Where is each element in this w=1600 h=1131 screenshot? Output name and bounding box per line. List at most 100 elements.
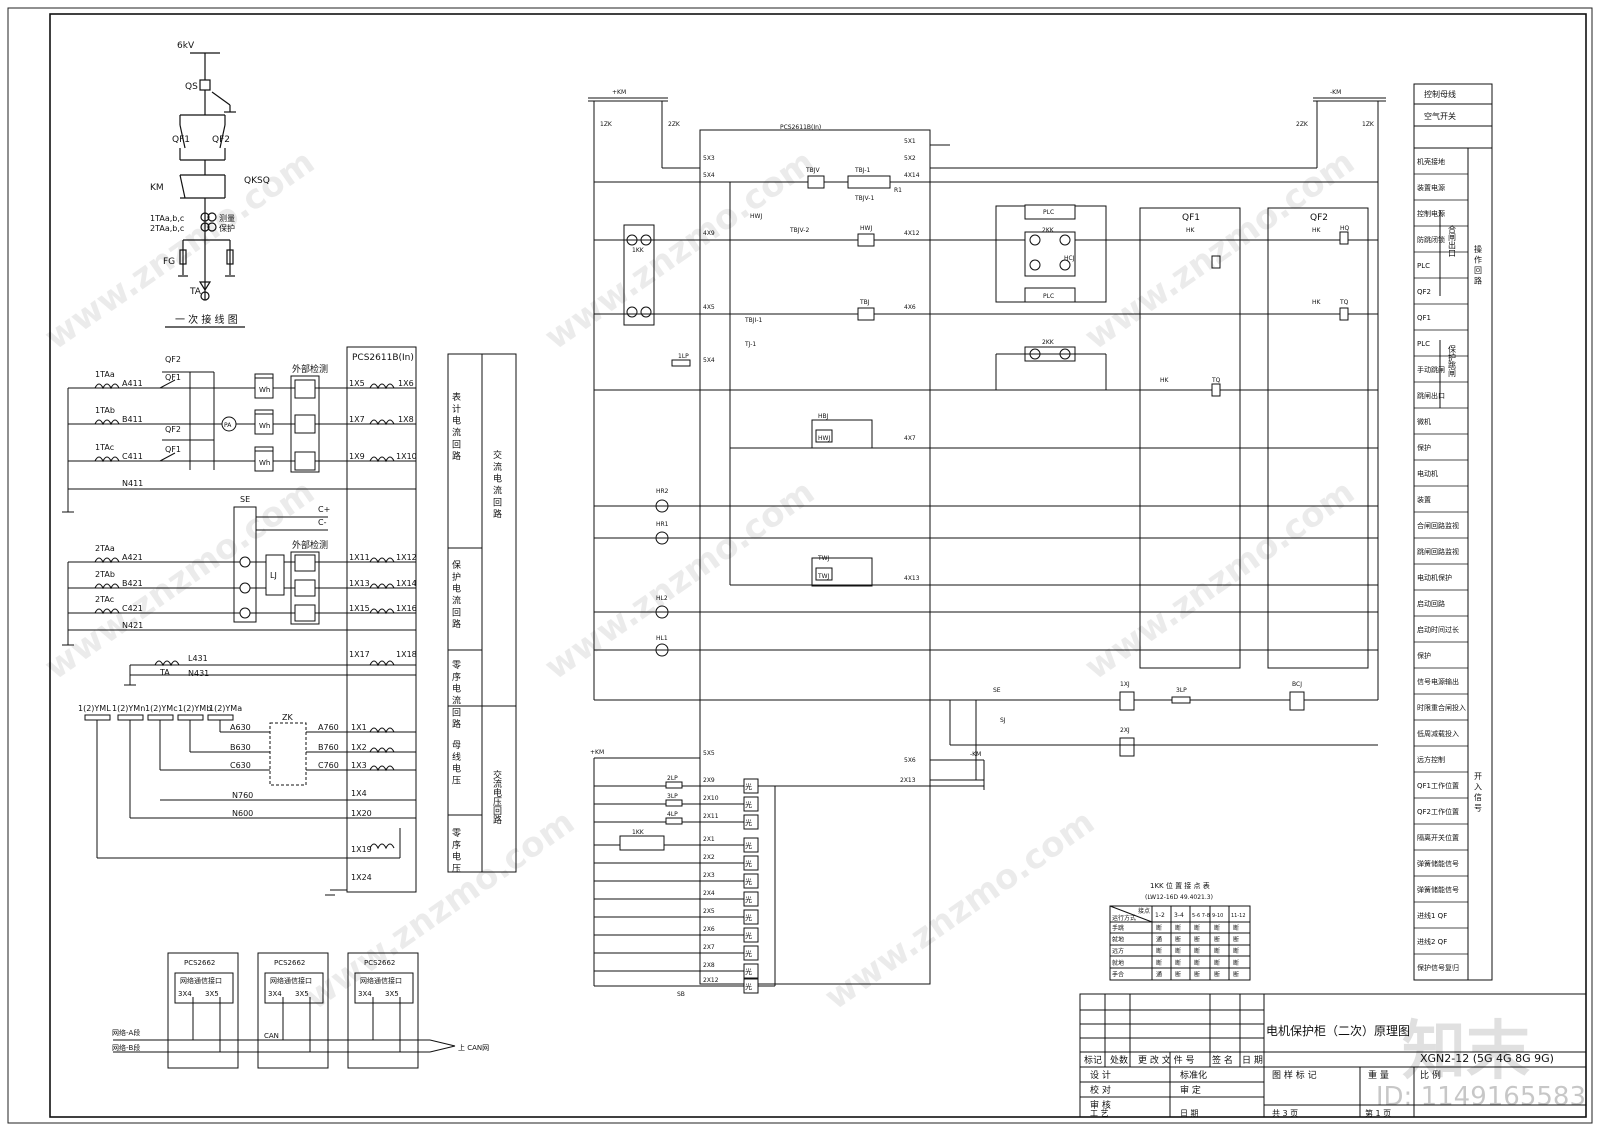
term-4x6: 4X6 [904, 304, 916, 311]
term-1x4: 1X4 [351, 789, 367, 798]
breaker-1zk-b: 1ZK [1362, 121, 1375, 128]
label-se: SE [240, 495, 250, 504]
in-minus-km: -KM [970, 751, 981, 758]
term-4x13: 4X13 [904, 575, 920, 582]
term-1x14: 1X14 [396, 579, 417, 588]
kk-table-cell: 断 [1214, 970, 1220, 978]
label-qksq: QKSQ [244, 176, 270, 186]
ac-protection-circuit [67, 506, 416, 645]
control-circuit [588, 97, 1386, 985]
lamp-hr2: HR2 [656, 488, 669, 495]
net-iface-3: 网络通信接口 [360, 976, 402, 985]
wire-n600: N600 [232, 809, 253, 818]
breaker-2zk-b: 2ZK [1296, 121, 1309, 128]
kk-table-cell: 断 [1233, 936, 1239, 944]
in-term-2x3: 2X3 [703, 872, 715, 879]
in-term-2x4: 2X4 [703, 890, 715, 897]
net-iface-1: 网络通信接口 [180, 976, 222, 985]
bus-plus-label: +KM [612, 89, 626, 96]
lamp-hr1: HR1 [656, 521, 669, 528]
legend-row-label: QF1 [1417, 314, 1431, 322]
control-labels: +KM -KM 1ZK 2ZK 2ZK 1ZK PCS2611B(In) 5X3… [600, 89, 1375, 734]
in-2x13: 2X13 [900, 777, 916, 784]
legend-row-label: QF2 [1417, 288, 1431, 296]
term-1x1: 1X1 [351, 723, 367, 732]
qf-label-3: QF2 [165, 425, 181, 434]
in-term-2x7: 2X7 [703, 944, 715, 951]
legend-row-label: 装置电源 [1417, 183, 1445, 192]
optocoupler-label: 光 [745, 800, 752, 809]
tb-pages-total: 共 3 页 [1272, 1109, 1298, 1118]
term-4x9: 4X9 [703, 230, 715, 237]
kk-h-2: 3-4 [1174, 912, 1184, 919]
in-term-2x1: 2X1 [703, 836, 715, 843]
kk-table-cell: 断 [1233, 947, 1239, 955]
label-qf1: QF1 [172, 135, 190, 145]
kk-table-cell: 断 [1175, 947, 1181, 955]
el-hk4: HK [1160, 377, 1170, 384]
label-lj: LJ [270, 571, 277, 580]
el-hk3: HK [1312, 299, 1322, 306]
kk-table-title: 1KK 位 置 接 点 表 [1150, 881, 1210, 890]
legend-row-label: 装置 [1417, 495, 1431, 504]
voltage-labels: 1(2)YML 1(2)YMn 1(2)YMc 1(2)YMb 1(2)YMa … [78, 704, 372, 882]
term-4x14: 4X14 [904, 172, 920, 179]
bus-ymc: 1(2)YMc [145, 704, 178, 713]
legend-row-label: 进线2 QF [1417, 937, 1447, 946]
term-5x1: 5X1 [904, 138, 916, 145]
el-tj1: TJ-1 [744, 341, 756, 348]
in-term-2x5: 2X5 [703, 908, 715, 915]
label-cplus: C+ [318, 505, 330, 514]
label-zero-ta: TA [159, 668, 170, 677]
label-zk: ZK [282, 713, 293, 722]
right-legend-side: 合闸出口 操 作 回 路 保护跳闸 开 入 信 号 控制母线 空气开关 [1424, 89, 1483, 813]
legend-row-label: PLC [1417, 262, 1430, 270]
in-term-2x9: 2X9 [703, 777, 715, 784]
kk-table-cell: 断 [1175, 924, 1181, 932]
device-pcs2611b-ac: PCS2611B(In) [352, 353, 414, 363]
bus-yma: 1(2)YMa [209, 704, 242, 713]
el-hwj: HWJ [750, 213, 762, 220]
external-label-1: 外部检测 [292, 363, 328, 375]
breaker-1zk-a: 1ZK [600, 121, 613, 128]
ct-2tac: 2TAc [95, 595, 114, 604]
tb-scale: 比 例 [1420, 1069, 1441, 1081]
term-5x3: 5X3 [703, 155, 715, 162]
in-sb: SB [677, 991, 685, 998]
kk-table-cell: 断 [1194, 947, 1200, 955]
qf1-box-label: QF1 [1182, 213, 1200, 223]
el-1lp: 1LP [678, 353, 689, 360]
qf2-box-label: QF2 [1310, 213, 1328, 223]
ammeter-pa: PA [224, 422, 232, 429]
term-1x10: 1X10 [396, 452, 417, 461]
legend-row-label: 跳闸回路监视 [1417, 547, 1459, 556]
net-port-2b: 3X5 [295, 990, 309, 998]
kk-table-cell: 断 [1194, 936, 1200, 944]
kk-h-corner: 运行方式 [1112, 914, 1136, 922]
tb-count: 处数 [1110, 1054, 1128, 1066]
label-2ta: 2TAa,b,c [150, 224, 184, 233]
kk-h-3: 5-6 7-8 [1192, 913, 1210, 919]
optocoupler-label: 光 [745, 877, 752, 886]
legend-row-label: QF1工作位置 [1417, 781, 1459, 790]
in-term-2x11: 2X11 [703, 813, 719, 820]
wire-n411: N411 [122, 479, 143, 488]
legend-top-bus: 控制母线 [1424, 89, 1456, 99]
ac-metering-labels: 1TAa 1TAb 1TAc A411 B411 C411 N411 1X5 1… [95, 353, 417, 488]
term-1x17: 1X17 [349, 650, 370, 659]
drawing-code: XGN2-12 (5G 4G 8G 9G) [1420, 1052, 1554, 1065]
external-label-2: 外部检测 [292, 539, 328, 551]
term-5x2: 5X2 [904, 155, 916, 162]
title-block-frame [1079, 993, 1587, 1118]
kk-table-cell: 断 [1214, 947, 1220, 955]
optocoupler-label: 光 [745, 782, 752, 791]
breaker-2zk-a: 2ZK [668, 121, 681, 128]
legend-row-label: 电动机保护 [1417, 573, 1452, 582]
bus-ymb: 1(2)YMb [178, 704, 211, 713]
wire-n421: N421 [122, 621, 143, 630]
term-1x12: 1X12 [396, 553, 417, 562]
el-2xj: 2XJ [1120, 727, 1130, 734]
term-4x5: 4X5 [703, 304, 715, 311]
term-1x19: 1X19 [351, 845, 372, 854]
